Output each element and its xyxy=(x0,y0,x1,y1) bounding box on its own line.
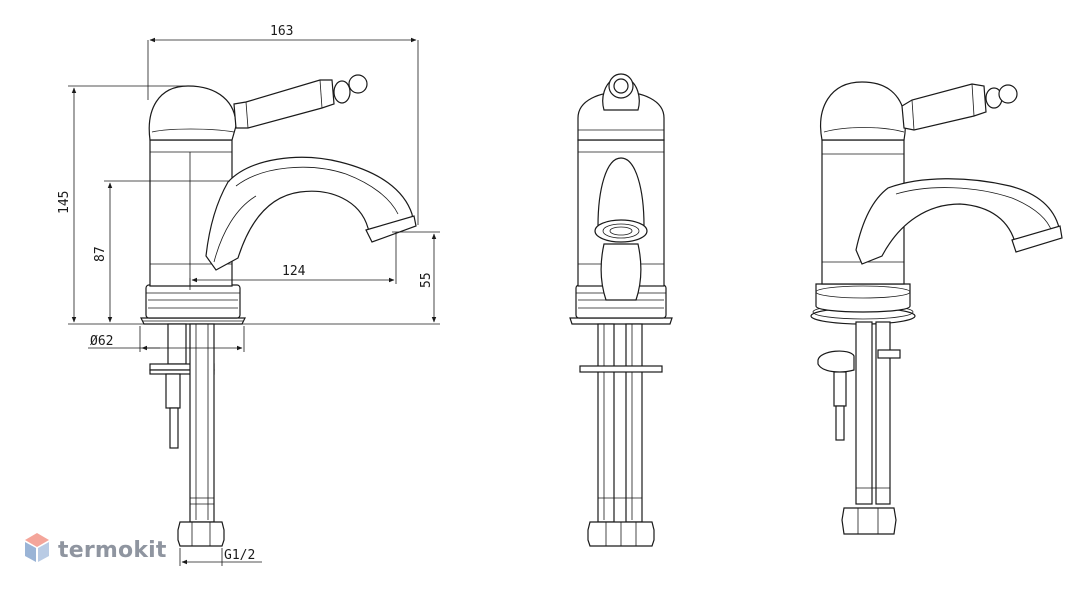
dim-base-diameter: Ø62 xyxy=(90,334,113,349)
watermark-logo: termokit xyxy=(22,531,167,569)
dim-clearance: 55 xyxy=(419,272,434,288)
watermark-brand: termokit xyxy=(58,537,167,563)
dimension-labels: 163 145 87 124 55 Ø62 G1/2 xyxy=(57,24,434,563)
dimension-lines xyxy=(68,37,440,566)
termokit-logo-icon xyxy=(25,533,49,562)
perspective-view xyxy=(810,81,1063,535)
dim-height-total: 145 xyxy=(57,191,72,214)
dim-thread: G1/2 xyxy=(224,548,255,563)
dim-width-total: 163 xyxy=(270,24,293,39)
front-view xyxy=(569,73,673,547)
side-view xyxy=(140,74,417,547)
dim-reach: 124 xyxy=(282,264,306,279)
dim-height-spout: 87 xyxy=(93,246,108,262)
